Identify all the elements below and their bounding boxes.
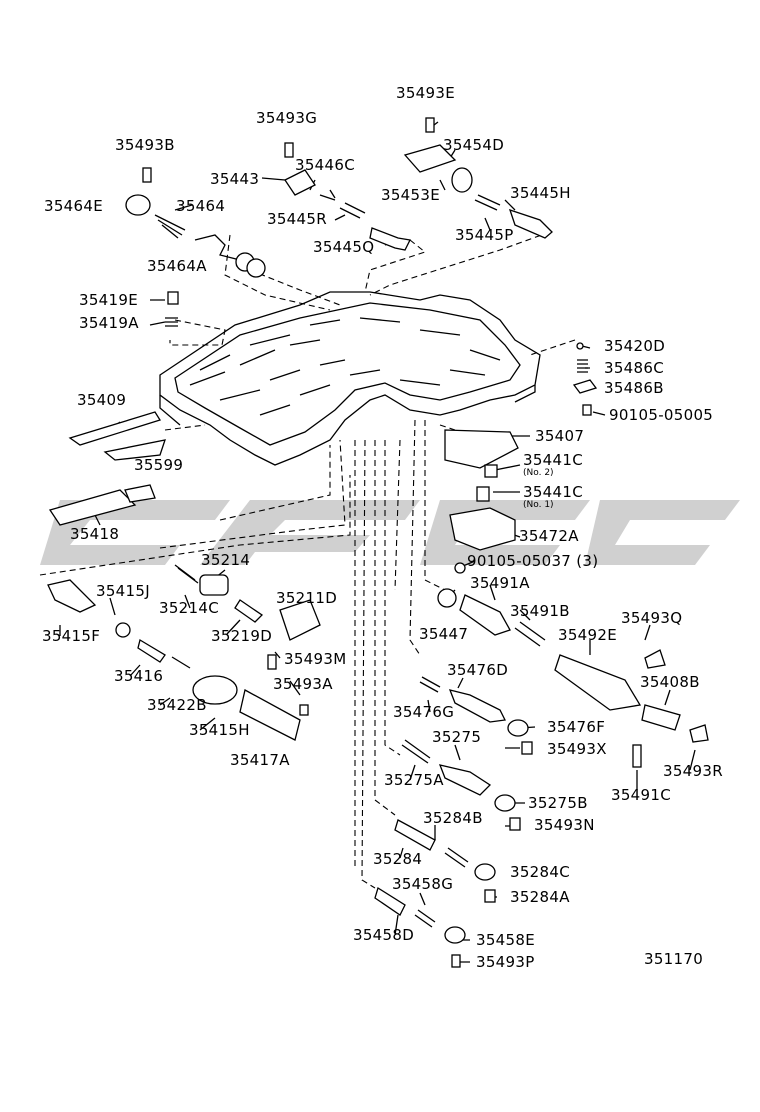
label-35219D: 35219D [211, 627, 273, 645]
part-35453E-shape [403, 144, 457, 173]
label-35419E: 35419E [79, 291, 138, 309]
label-35446C: 35446C [295, 156, 355, 174]
label-35493E: 35493E [396, 84, 455, 102]
label-35464A: 35464A [147, 257, 207, 275]
label-35493X: 35493X [547, 740, 607, 758]
label-35415F: 35415F [42, 627, 101, 645]
label-90105-05005: 90105-05005 [609, 406, 714, 424]
label-35275B: 35275B [528, 794, 588, 812]
label-35407: 35407 [535, 427, 585, 445]
parts-shapes [47, 117, 709, 968]
label-35284B: 35284B [423, 809, 483, 827]
valve-body [159, 291, 541, 466]
label-35476D: 35476D [447, 661, 509, 679]
label-35214C: 35214C [159, 599, 219, 617]
label-35275A: 35275A [384, 771, 444, 789]
label-90105-05037: 90105-05037 (3) [467, 552, 599, 570]
label-35419A: 35419A [79, 314, 139, 332]
label-35493G: 35493G [256, 109, 318, 127]
figure-number: 351170 [644, 950, 704, 968]
label-35284A: 35284A [510, 888, 570, 906]
label-35464: 35464 [176, 197, 226, 215]
note-no1: (No. 1) [523, 500, 554, 510]
note-no2: (No. 2) [523, 468, 554, 478]
label-35493P: 35493P [476, 953, 535, 971]
label-35492E: 35492E [558, 626, 617, 644]
label-35416: 35416 [114, 667, 164, 685]
label-35486B: 35486B [604, 379, 664, 397]
label-35445H: 35445H [510, 184, 571, 202]
label-35447: 35447 [419, 625, 469, 643]
label-35408B: 35408B [640, 673, 700, 691]
label-35415J: 35415J [96, 582, 150, 600]
label-35491B: 35491B [510, 602, 570, 620]
label-35422B: 35422B [147, 696, 207, 714]
part-35493B-shape [142, 167, 152, 183]
part-35493G-shape [284, 142, 294, 158]
label-35486C: 35486C [604, 359, 664, 377]
label-35211D: 35211D [276, 589, 338, 607]
label-35445P: 35445P [455, 226, 514, 244]
label-35493M: 35493M [284, 650, 347, 668]
label-35441C-no2: 35441C [523, 451, 583, 469]
label-35476G: 35476G [393, 703, 455, 721]
label-35493B: 35493B [115, 136, 175, 154]
part-35493E-shape [425, 117, 435, 133]
label-35445R: 35445R [267, 210, 327, 228]
label-35491C: 35491C [611, 786, 671, 804]
label-35491A: 35491A [470, 574, 530, 592]
label-35214: 35214 [201, 551, 251, 569]
label-35453E: 35453E [381, 186, 440, 204]
label-35493Q: 35493Q [621, 609, 683, 627]
watermark-logo [40, 500, 740, 565]
label-35493N: 35493N [534, 816, 595, 834]
label-35415H: 35415H [189, 721, 250, 739]
label-35409: 35409 [77, 391, 127, 409]
label-35454D: 35454D [443, 136, 505, 154]
label-35420D: 35420D [604, 337, 666, 355]
label-35458D: 35458D [353, 926, 415, 944]
drawing-lines [39, 121, 696, 963]
label-35476F: 35476F [547, 718, 606, 736]
label-35418: 35418 [70, 525, 120, 543]
label-35599: 35599 [134, 456, 184, 474]
label-35441C-no1: 35441C [523, 483, 583, 501]
part-35418-shape [48, 489, 137, 526]
part-35417A-shape [239, 689, 301, 741]
part-35454D-shape [451, 167, 473, 193]
label-35275: 35275 [432, 728, 482, 746]
label-35443: 35443 [210, 170, 260, 188]
label-35284: 35284 [373, 850, 423, 868]
label-35493A: 35493A [273, 675, 333, 693]
label-35458G: 35458G [392, 875, 454, 893]
part-35492E-shape [554, 654, 642, 711]
label-35284C: 35284C [510, 863, 570, 881]
label-35493R: 35493R [663, 762, 723, 780]
label-35464E: 35464E [44, 197, 103, 215]
label-35472A: 35472A [519, 527, 579, 545]
label-35445Q: 35445Q [313, 238, 375, 256]
label-35458E: 35458E [476, 931, 535, 949]
label-35417A: 35417A [230, 751, 290, 769]
